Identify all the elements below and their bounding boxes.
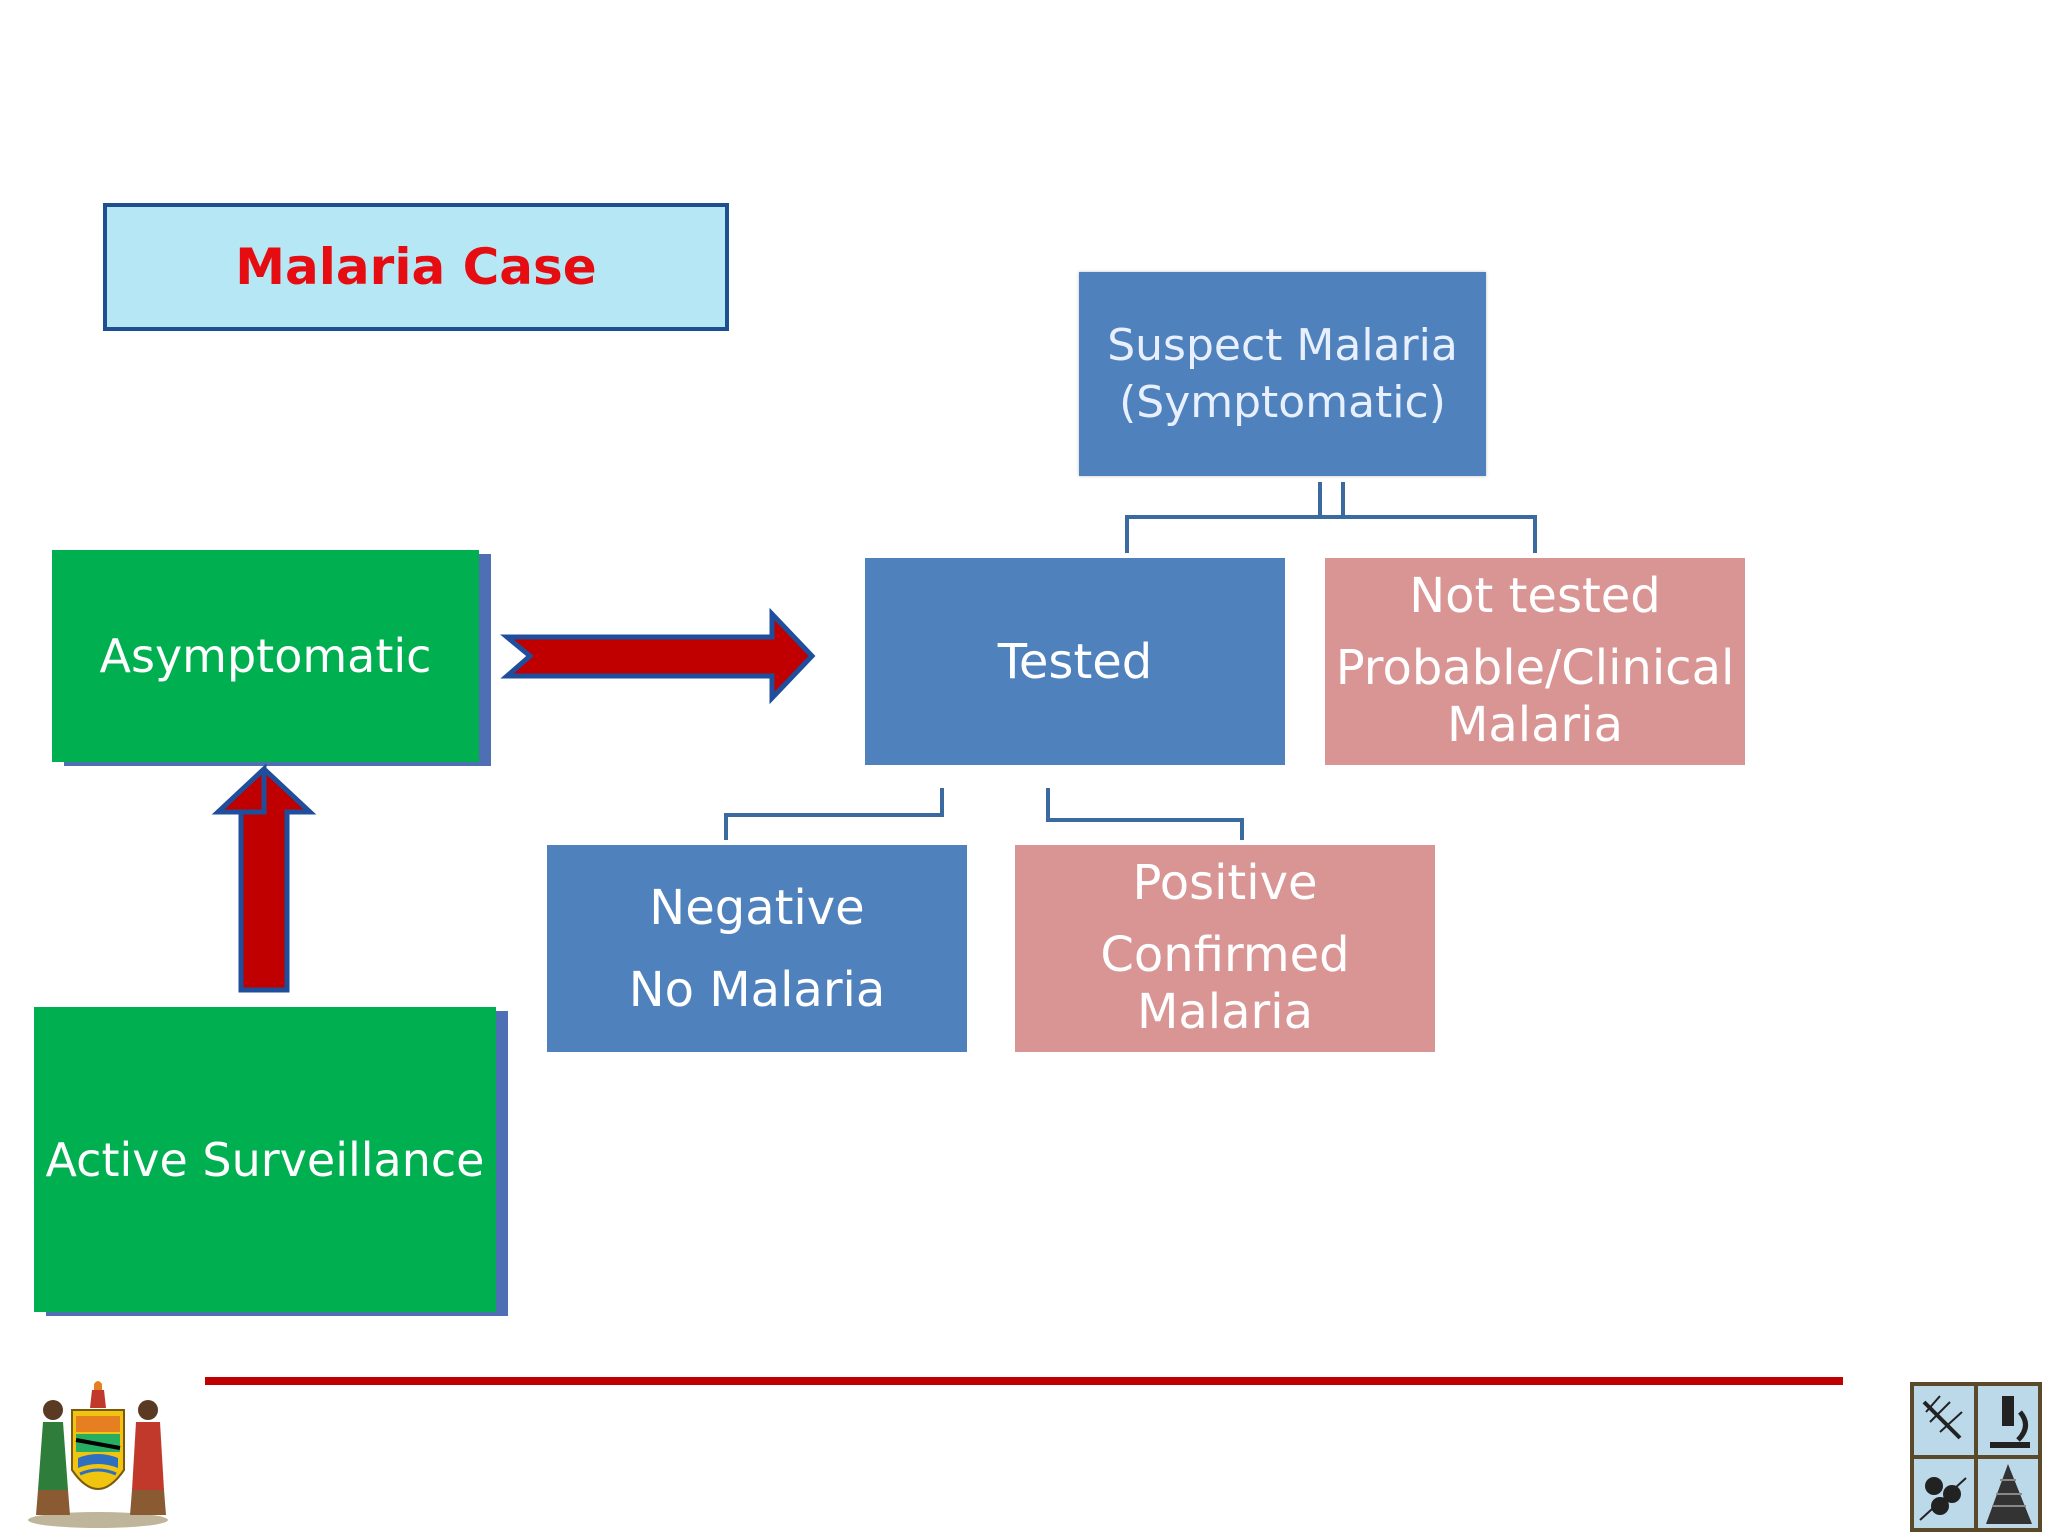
arrow-spacer [506,613,770,638]
connector-tested-negative [724,788,944,840]
positive-line3: Malaria [1136,984,1314,1041]
asymptomatic-label: Asymptomatic [99,629,432,683]
not-tested-line2: Probable/Clinical [1335,639,1735,696]
title-text: Malaria Case [235,238,597,296]
suspect-line1: Suspect Malaria [1107,319,1458,371]
node-not-tested: Not tested Probable/Clinical Malaria [1325,558,1745,765]
right-arrow-icon [500,607,816,705]
not-tested-line1: Not tested [1409,568,1661,625]
node-active-surveillance: Active Surveillance [34,1007,496,1312]
tested-label: Tested [997,633,1153,690]
title-box: Malaria Case [103,203,729,331]
malaria-program-logo-icon [1910,1382,2042,1532]
positive-line1: Positive [1132,855,1318,912]
node-positive: Positive Confirmed Malaria [1015,845,1435,1052]
negative-line2: No Malaria [628,961,886,1018]
node-tested: Tested [865,558,1285,765]
footer-line [205,1377,1843,1385]
connector-suspect-children [1125,515,1537,553]
connector-tested-positive [1046,788,1244,840]
node-asymptomatic: Asymptomatic [52,550,479,762]
node-negative: Negative No Malaria [547,845,967,1052]
not-tested-line3: Malaria [1446,697,1624,754]
negative-line1: Negative [649,879,865,936]
positive-line2: Confirmed [1100,926,1350,983]
coat-of-arms-icon [28,1381,168,1528]
active-surveillance-label: Active Surveillance [45,1132,485,1187]
node-suspect-malaria: Suspect Malaria (Symptomatic) [1079,272,1486,476]
up-arrow-icon [211,763,317,993]
suspect-line2: (Symptomatic) [1119,377,1446,428]
